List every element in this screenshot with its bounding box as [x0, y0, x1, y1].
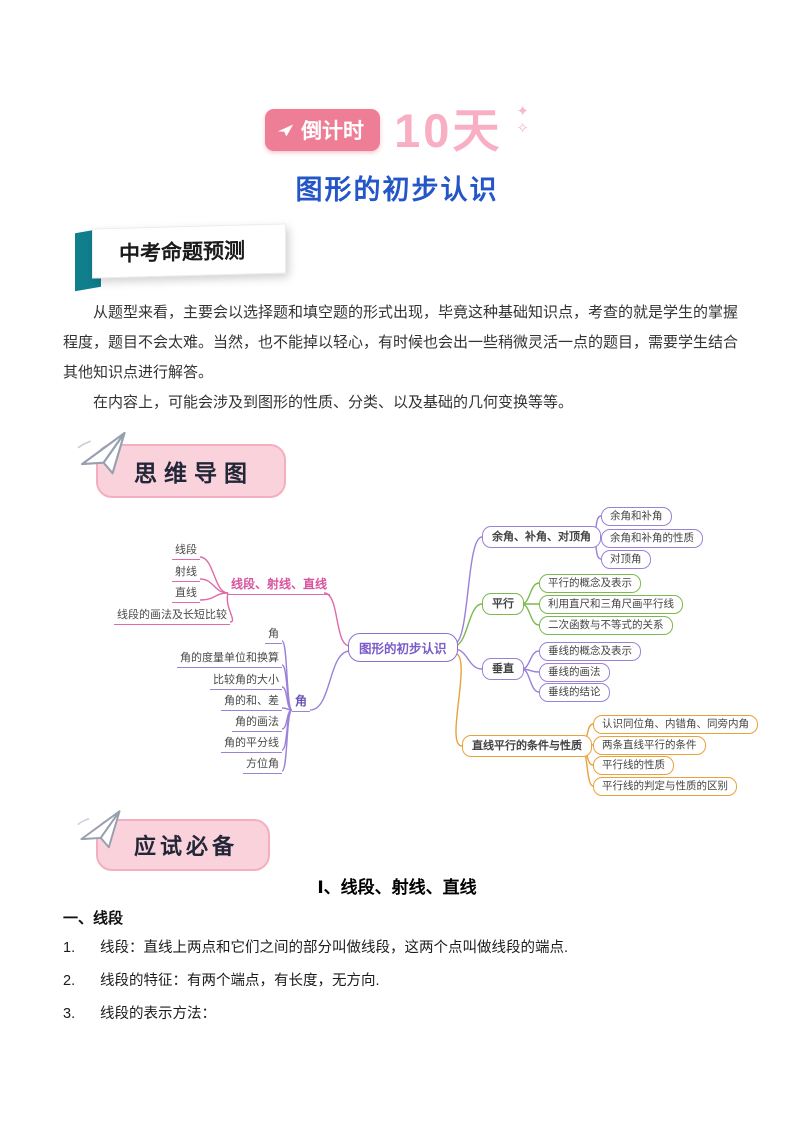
mindmap-node: 两条直线平行的条件	[593, 736, 706, 755]
mindmap-title: 思维导图	[134, 460, 254, 486]
paper-plane-icon	[77, 431, 126, 475]
mindmap-node: 余角和补角	[601, 507, 672, 526]
mindmap-branch-angle: 角	[292, 692, 311, 712]
mindmap-branch-complementary-angles: 余角、补角、对顶角	[482, 526, 601, 548]
mindmap-connectors	[199, 515, 602, 787]
mindmap-node: 角的平分线	[221, 734, 282, 753]
countdown-banner: 倒计时 10天 ✦ ✧	[0, 100, 794, 160]
item-number: 1.	[63, 940, 76, 956]
item-number: 3.	[63, 1006, 76, 1022]
mindmap-node: 线段	[172, 541, 200, 560]
mindmap-node: 平行线的性质	[593, 756, 674, 775]
prediction-paragraph-2: 在内容上，可能会涉及到图形的性质、分类、以及基础的几何变换等等。	[93, 394, 574, 411]
item-text: 线段的特征：有两个端点，有长度，无方向.	[100, 973, 380, 989]
page-title: 图形的初步认识	[295, 175, 499, 205]
mindmap-node: 比较角的大小	[210, 671, 282, 690]
item-number: 2.	[63, 973, 76, 989]
sparkle-icon: ✧	[516, 120, 529, 137]
mindmap-node: 对顶角	[601, 550, 651, 569]
mindmap-node: 垂线的概念及表示	[539, 642, 641, 661]
section-heading: Ⅰ、线段、射线、直线	[317, 878, 477, 897]
list-item: 2. 线段的特征：有两个端点，有长度，无方向.	[63, 971, 758, 992]
mindmap-node: 认识同位角、内错角、同旁内角	[593, 715, 758, 734]
mindmap: 图形的初步认识 线段、射线、直线 线段 射线 直线 线段的画法及长短比较 角 角…	[0, 495, 794, 810]
mindmap-branch-parallel: 平行	[482, 593, 524, 615]
countdown-pill: 倒计时	[265, 109, 381, 151]
mindmap-node: 线段的画法及长短比较	[114, 606, 230, 625]
mindmap-node: 角的画法	[232, 713, 282, 732]
list-item: 3. 线段的表示方法：	[63, 1004, 758, 1025]
sparkle-icon: ✦	[516, 103, 529, 120]
mindmap-node: 角的和、差	[221, 692, 282, 711]
prediction-title: 中考命题预测	[119, 239, 245, 266]
subsection-heading: 一、线段	[63, 910, 124, 927]
sparkle-icon: ✦ ✧	[516, 104, 529, 136]
mindmap-node: 垂线的结论	[539, 683, 610, 702]
prediction-badge: 中考命题预测	[75, 223, 286, 292]
mindmap-branch-parallel-conditions: 直线平行的条件与性质	[462, 735, 592, 757]
mindmap-node: 垂线的画法	[539, 663, 610, 682]
prediction-title-box: 中考命题预测	[92, 223, 286, 279]
mindmap-node: 利用直尺和三角尺画平行线	[539, 595, 683, 614]
prediction-paragraph-1: 从题型来看，主要会以选择题和填空题的形式出现，毕竟这种基础知识点，考查的就是学生…	[63, 304, 739, 381]
mindmap-node: 直线	[172, 584, 200, 603]
mindmap-branch-lines-rays: 线段、射线、直线	[228, 575, 331, 595]
item-text: 线段：直线上两点和它们之间的部分叫做线段，这两个点叫做线段的端点.	[100, 940, 569, 956]
mindmap-node: 平行线的判定与性质的区别	[593, 777, 737, 796]
essentials-title: 应试必备	[134, 834, 239, 859]
paper-plane-icon	[77, 810, 121, 849]
mindmap-node: 角的度量单位和换算	[177, 649, 282, 668]
mindmap-node: 平行的概念及表示	[539, 574, 641, 593]
mindmap-title-box: 思维导图	[77, 431, 286, 498]
mindmap-node: 余角和补角的性质	[601, 529, 703, 548]
item-text: 线段的表示方法：	[100, 1006, 216, 1022]
mindmap-node: 二次函数与不等式的关系	[539, 616, 673, 635]
list-item: 1. 线段：直线上两点和它们之间的部分叫做线段，这两个点叫做线段的端点.	[63, 938, 758, 959]
essentials-title-box: 应试必备	[77, 810, 271, 871]
paper-plane-icon	[277, 124, 294, 136]
countdown-label: 倒计时	[301, 120, 365, 143]
mindmap-node: 角	[265, 625, 282, 644]
mindmap-node: 方位角	[243, 755, 282, 774]
definition-list: 1. 线段：直线上两点和它们之间的部分叫做线段，这两个点叫做线段的端点. 2. …	[63, 938, 758, 1037]
prediction-text: 从题型来看，主要会以选择题和填空题的形式出现，毕竟这种基础知识点，考查的就是学生…	[63, 298, 743, 418]
mindmap-branch-perpendicular: 垂直	[482, 658, 524, 680]
mindmap-center-node: 图形的初步认识	[348, 633, 458, 662]
countdown-days: 10天	[394, 103, 503, 157]
mindmap-node: 射线	[172, 563, 200, 582]
